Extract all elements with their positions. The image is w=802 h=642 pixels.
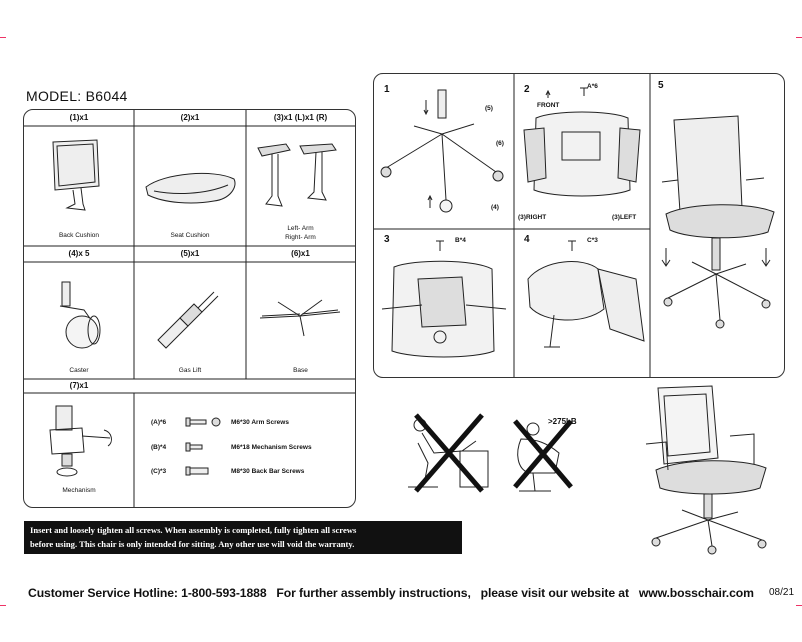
base-icon [259,299,341,337]
base-caption: Base [293,367,308,374]
step-3-number: 3 [384,234,390,245]
revision-date: 08/21 [769,587,795,598]
arm-right-caption: Right- Arm [285,234,316,241]
step-3-mechanism-icon [381,240,507,358]
part-6-header: (6)x1 [291,249,310,258]
crop-mark [796,599,802,606]
step-4-screw-label: C*3 [587,237,598,244]
step-1-callout-caster: (4) [491,204,499,211]
screw-a-icon [185,417,221,427]
caster-icon [59,281,101,349]
no-standing-warning-icon [408,413,489,493]
further-instructions: For further assembly instructions, [276,586,471,600]
back-cushion-icon [52,139,100,211]
screw-c-spec: M8*30 Back Bar Screws [231,468,305,475]
screw-b-label: (B)*4 [151,444,167,451]
part-7-header: (7)x1 [69,381,89,390]
mechanism-icon [49,405,112,477]
gas-lift-icon [157,291,219,349]
back-cushion-caption: Back Cushion [58,232,100,239]
visit-text: please visit our website at [480,586,629,600]
seat-cushion-icon [145,172,236,204]
screw-c-label: (C)*3 [151,468,167,475]
step-1-base-assembly-icon [380,89,504,213]
parts-grid [24,110,355,507]
step-1-number: 1 [384,84,390,95]
weight-limit-label: >275LB [548,417,577,426]
footer: Customer Service Hotline: 1-800-593-1888… [28,586,754,600]
screw-c-icon [185,466,209,476]
screw-b-spec: M6*18 Mechanism Screws [231,444,312,451]
parts-table: (1)x1 (2)x1 (3)x1 (L)x1 (R) (4)x 5 (5)x1… [23,109,356,508]
part-3-header: (3)x1 (L)x1 (R) [273,113,328,122]
website-link[interactable]: www.bosschair.com [638,586,754,600]
assembly-notice: Insert and loosely tighten all screws. W… [24,521,462,554]
step-5-number: 5 [658,80,664,91]
assembly-steps-panel: 1 2 3 4 5 (5) (6) (4) A*6 FRONT (3)RIGHT… [373,73,785,378]
crop-mark [0,37,6,44]
assembled-chair-icon [645,385,767,555]
crop-mark [796,37,802,44]
step-4-backrest-icon [527,240,645,348]
armrests-icon [257,143,337,207]
part-2-header: (2)x1 [180,113,200,122]
notice-line-1: Insert and loosely tighten all screws. W… [30,525,357,535]
step-4-number: 4 [524,234,530,245]
step-3-screw-label: B*4 [455,237,466,244]
step-2-right-arm-label: (3)RIGHT [518,214,547,221]
step-1-callout-base: (6) [496,140,504,147]
notice-line-2: before using. This chair is only intende… [30,539,355,549]
arm-left-caption: Left- Arm [287,225,314,232]
gas-lift-caption: Gas Lift [178,367,202,374]
screw-a-spec: M6*30 Arm Screws [231,419,289,426]
model-title: MODEL: B6044 [26,88,128,104]
step-1-callout-gas-lift: (5) [485,105,493,112]
screw-a-label: (A)*6 [151,419,167,426]
step-2-left-arm-label: (3)LEFT [612,214,637,221]
part-5-header: (5)x1 [180,249,200,258]
weight-limit-warning-icon [513,419,573,492]
step-2-number: 2 [524,84,530,95]
step-5-complete-chair-icon [661,115,775,329]
crop-mark [0,599,6,606]
step-2-seat-arms-icon [523,87,641,197]
mechanism-caption: Mechanism [62,487,96,494]
step-2-front-label: FRONT [537,102,560,109]
steps-grid [374,74,651,377]
screw-b-icon [185,442,203,452]
part-1-header: (1)x1 [69,113,89,122]
seat-cushion-caption: Seat Cushion [170,232,210,239]
customer-service-hotline: Customer Service Hotline: 1-800-593-1888 [28,586,267,600]
step-2-screw-label: A*6 [587,83,598,90]
caster-caption: Caster [69,367,89,374]
part-4-header: (4)x 5 [68,249,90,258]
